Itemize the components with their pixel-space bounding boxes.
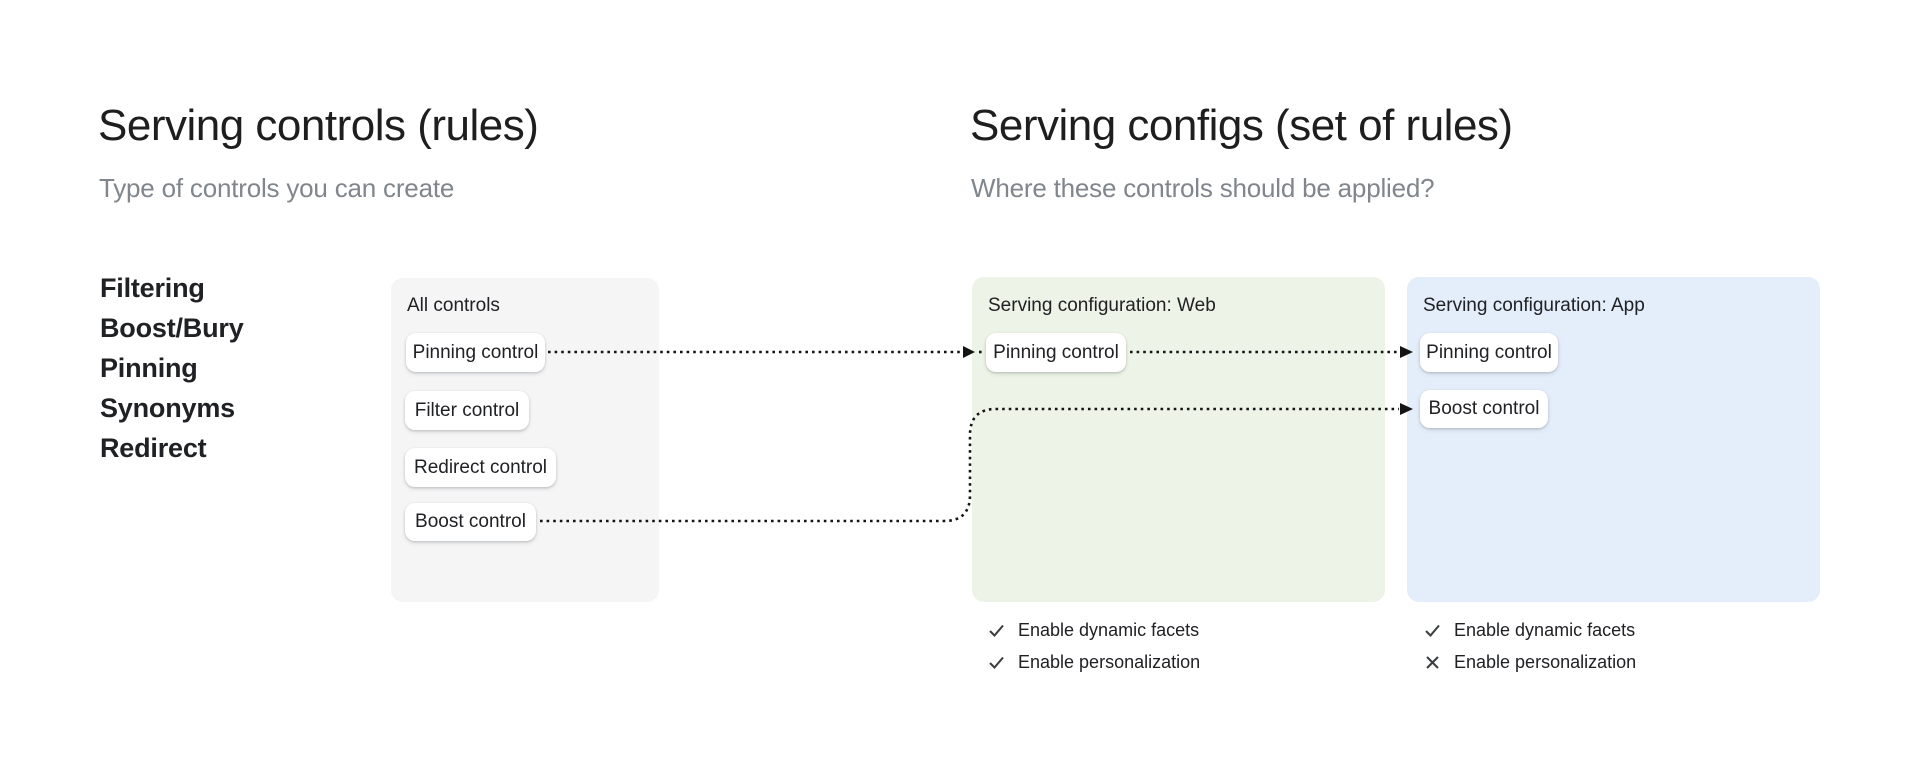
control-type-synonyms: Synonyms [100, 393, 235, 423]
app-feature-personalization: Enable personalization [1424, 649, 1636, 675]
control-type-filtering: Filtering [100, 273, 205, 303]
check-icon [1425, 624, 1440, 637]
check-icon [989, 656, 1004, 669]
all-controls-boost-control-button[interactable]: Boost control [405, 503, 536, 541]
check-icon [989, 624, 1004, 637]
all-controls-redirect-control-button[interactable]: Redirect control [405, 448, 556, 487]
left-section-title: Serving controls (rules) [98, 101, 539, 150]
app-boost-control-button[interactable]: Boost control [1420, 390, 1548, 428]
control-type-boost-bury: Boost/Bury [100, 313, 244, 343]
serving-config-app-label: Serving configuration: App [1423, 295, 1645, 316]
serving-config-web-label: Serving configuration: Web [988, 295, 1216, 316]
app-feature-dynamic-facets: Enable dynamic facets [1424, 617, 1635, 643]
serving-config-web-card [972, 277, 1385, 602]
control-types-list: Filtering Boost/Bury Pinning Synonyms Re… [100, 268, 244, 468]
web-pinning-control-button[interactable]: Pinning control [986, 333, 1126, 372]
x-icon [1426, 655, 1439, 669]
control-type-redirect: Redirect [100, 433, 207, 463]
right-section-title: Serving configs (set of rules) [970, 101, 1513, 150]
feature-label: Enable dynamic facets [1454, 620, 1636, 640]
all-controls-card-label: All controls [407, 295, 500, 316]
right-section-subtitle: Where these controls should be applied? [971, 173, 1435, 203]
all-controls-card [391, 278, 659, 602]
control-type-pinning: Pinning [100, 353, 198, 383]
web-feature-personalization: Enable personalization [988, 649, 1200, 675]
feature-label: Enable personalization [1454, 652, 1637, 672]
serving-config-app-card [1407, 277, 1820, 602]
feature-label: Enable personalization [1018, 652, 1201, 672]
app-pinning-control-button[interactable]: Pinning control [1420, 333, 1558, 372]
web-feature-dynamic-facets: Enable dynamic facets [988, 617, 1199, 643]
left-section-subtitle: Type of controls you can create [99, 173, 455, 203]
all-controls-pinning-control-button[interactable]: Pinning control [406, 333, 545, 372]
feature-label: Enable dynamic facets [1018, 620, 1200, 640]
all-controls-filter-control-button[interactable]: Filter control [405, 391, 529, 430]
